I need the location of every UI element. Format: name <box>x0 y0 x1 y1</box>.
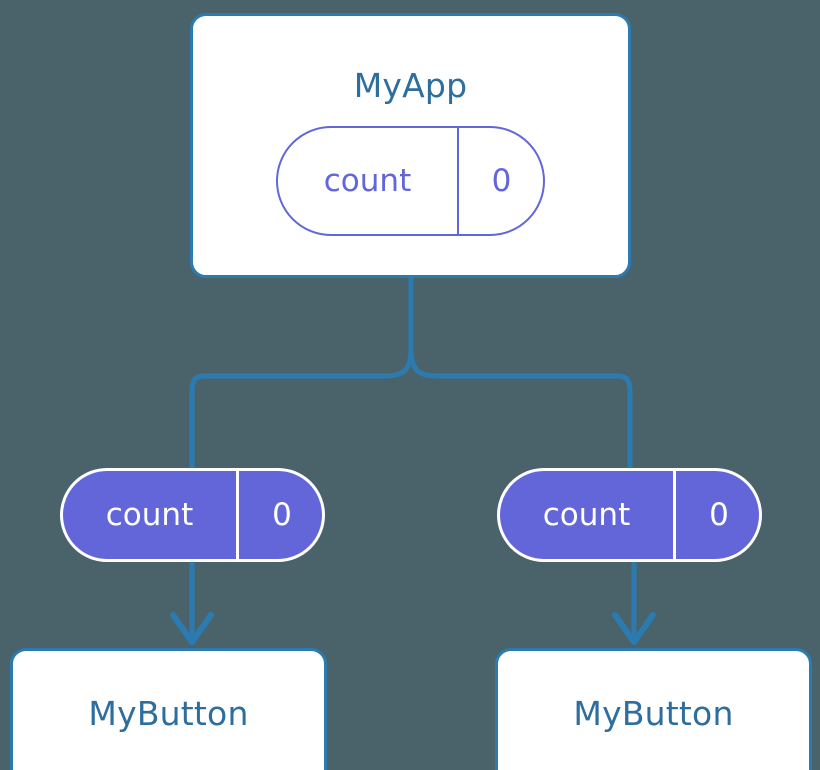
arrow-down-left <box>170 562 214 645</box>
component-label-mybutton-right: MyButton <box>573 694 734 733</box>
component-box-mybutton-right[interactable]: MyButton <box>495 648 812 770</box>
component-box-mybutton-left[interactable]: MyButton <box>10 648 327 770</box>
component-label-mybutton-left: MyButton <box>88 694 249 733</box>
state-value-left: 0 <box>236 471 322 559</box>
state-pill-myapp[interactable]: count 0 <box>276 126 545 236</box>
state-value-right: 0 <box>673 471 759 559</box>
state-value-myapp: 0 <box>457 128 543 234</box>
state-key-myapp: count <box>323 163 412 199</box>
arrow-head-left-icon <box>170 612 214 645</box>
arrow-down-right <box>612 562 656 645</box>
fork-branch-left <box>189 347 414 468</box>
state-key-left: count <box>105 497 194 533</box>
arrow-head-right-icon <box>612 612 656 645</box>
state-pill-right[interactable]: count 0 <box>497 468 762 562</box>
fork-branch-right <box>408 347 633 468</box>
component-label-myapp: MyApp <box>353 66 468 105</box>
state-key-right: count <box>542 497 631 533</box>
state-pill-left[interactable]: count 0 <box>60 468 325 562</box>
